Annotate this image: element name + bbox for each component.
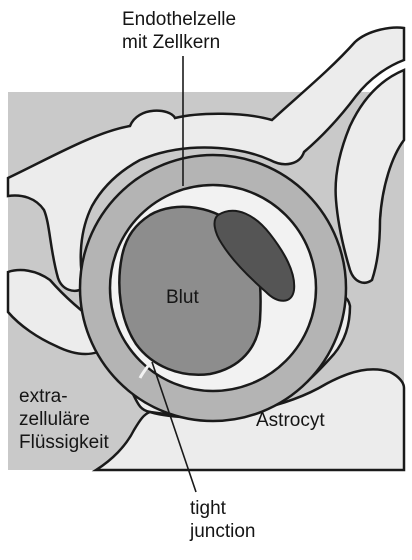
label-extracellular-line3: Flüssigkeit [19,432,109,453]
astrocyte-endfoot-right [334,68,406,284]
leader-line-tight-junction [151,361,197,493]
label-extracellular-line1: extra- [19,386,68,407]
label-extracellular-line2: zelluläre [19,409,90,430]
label-endothelial-cell-line1: Endothelzelle [122,9,237,30]
label-tight-junction: tight junction [190,497,256,543]
label-blood: Blut [166,287,199,308]
label-endothelial-cell-line2: mit Zellkern [122,32,221,53]
tight-junction-gap [138,365,150,379]
label-astrocyte: Astrocyt [256,410,325,431]
label-tight-junction-line2: junction [190,521,256,542]
endothelial-nucleus [213,209,296,302]
label-extracellular-fluid: extra- zelluläre Flüssigkeit [19,385,109,454]
label-tight-junction-line1: tight [190,498,226,519]
label-endothelial-cell: Endothelzelle mit Zellkern [122,8,236,54]
astrocyte-endfoot-upper-left [6,26,406,292]
